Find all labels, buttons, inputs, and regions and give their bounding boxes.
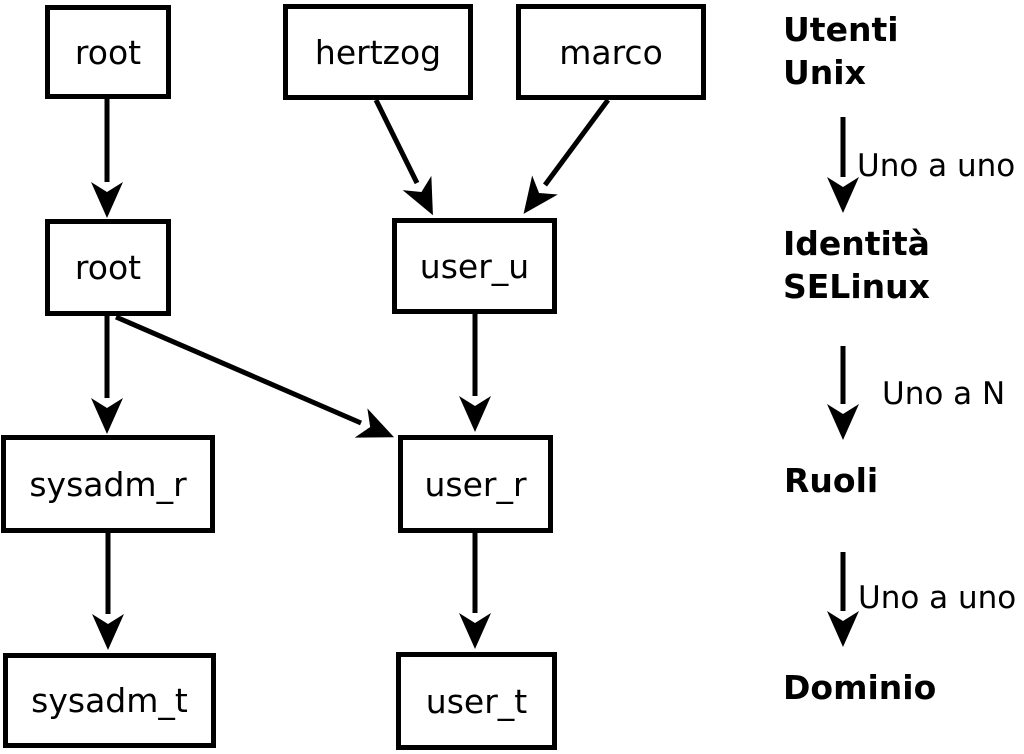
node-unix-hertzog: hertzog [283, 4, 473, 100]
node-unix-root: root [45, 5, 171, 99]
node-role-sysadm-r: sysadm_r [1, 435, 215, 533]
node-domain-sysadm-t: sysadm_t [3, 653, 216, 748]
legend-utenti-line1: Utenti [783, 10, 899, 49]
legend-dominio: Dominio [783, 668, 937, 707]
legend-identita-line2: SELinux [783, 267, 930, 306]
node-selinux-user-u: user_u [392, 218, 557, 314]
arrow-marco-to-useru [523, 98, 611, 214]
node-unix-marco: marco [516, 4, 706, 100]
legend-label-uno-a-uno-2: Uno a uno [858, 580, 1017, 616]
node-role-user-r: user_r [398, 435, 553, 533]
node-domain-user-t: user_t [396, 652, 557, 750]
legend-label-uno-a-uno-1: Uno a uno [857, 148, 1016, 184]
legend-utenti-line2: Unix [783, 53, 866, 92]
legend-label-uno-a-n: Uno a N [882, 376, 1006, 412]
node-selinux-root: root [45, 219, 171, 316]
legend-identita-line1: Identità [783, 224, 930, 263]
arrow-hertzog-to-useru [373, 98, 433, 216]
legend-ruoli: Ruoli [784, 461, 879, 500]
legend-identita-selinux: Identità SELinux [783, 222, 930, 308]
arrow-selinuxroot-to-userr [115, 314, 395, 438]
legend-utenti-unix: Utenti Unix [783, 8, 899, 94]
